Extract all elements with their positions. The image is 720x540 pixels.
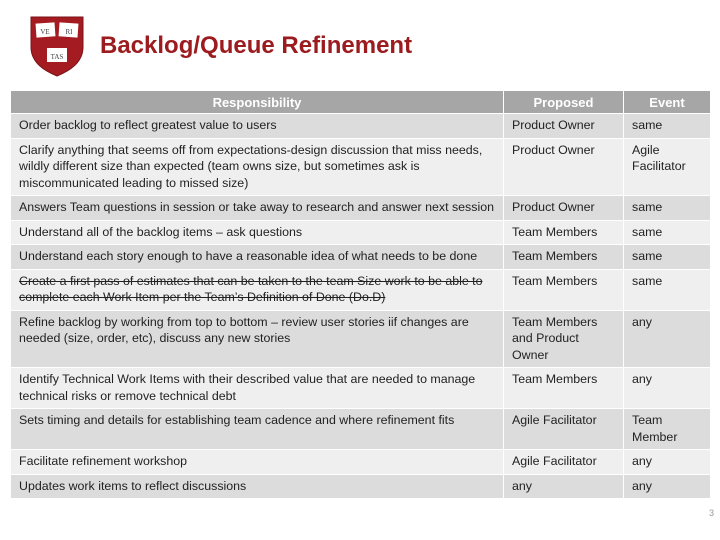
cell-responsibility: Facilitate refinement workshop — [10, 449, 504, 475]
table-row: Understand all of the backlog items – as… — [10, 219, 711, 245]
cell-proposed: any — [503, 473, 624, 499]
page-title: Backlog/Queue Refinement — [100, 32, 413, 59]
table-row: Facilitate refinement workshop Agile Fac… — [10, 449, 711, 475]
cell-proposed: Product Owner — [503, 113, 624, 139]
table-row: Sets timing and details for establishing… — [10, 408, 711, 450]
logo-text-tas: TAS — [51, 53, 64, 61]
cell-responsibility: Updates work items to reflect discussion… — [10, 473, 504, 499]
cell-responsibility: Create a first pass of estimates that ca… — [10, 268, 504, 311]
cell-responsibility-text: Create a first pass of estimates that ca… — [19, 273, 483, 305]
cell-proposed: Product Owner — [503, 195, 624, 221]
harvard-shield-logo: VE RI TAS — [29, 15, 85, 77]
table-row: Answers Team questions in session or tak… — [10, 195, 711, 221]
cell-responsibility: Clarify anything that seems off from exp… — [10, 137, 504, 196]
cell-proposed: Agile Facilitator — [503, 449, 624, 475]
table-header-row: Responsibility Proposed Event — [10, 90, 711, 114]
cell-responsibility: Answers Team questions in session or tak… — [10, 195, 504, 221]
header-proposed: Proposed — [503, 90, 624, 114]
page-number: 3 — [708, 508, 714, 518]
cell-event: same — [623, 219, 711, 245]
cell-event: same — [623, 195, 711, 221]
cell-event: any — [623, 309, 711, 368]
cell-event: same — [623, 113, 711, 139]
cell-event: any — [623, 449, 711, 475]
responsibility-table: Responsibility Proposed Event Order back… — [10, 90, 711, 499]
table-row: Create a first pass of estimates that ca… — [10, 268, 711, 311]
table-row: Understand each story enough to have a r… — [10, 244, 711, 270]
cell-event: same — [623, 268, 711, 311]
table-row: Clarify anything that seems off from exp… — [10, 137, 711, 196]
cell-responsibility: Understand each story enough to have a r… — [10, 244, 504, 270]
cell-proposed: Product Owner — [503, 137, 624, 196]
cell-responsibility: Order backlog to reflect greatest value … — [10, 113, 504, 139]
cell-event: any — [623, 473, 711, 499]
cell-responsibility: Refine backlog by working from top to bo… — [10, 309, 504, 368]
cell-responsibility: Sets timing and details for establishing… — [10, 408, 504, 450]
cell-proposed: Team Members — [503, 244, 624, 270]
logo-text-ri: RI — [66, 28, 74, 36]
cell-responsibility: Identify Technical Work Items with their… — [10, 367, 504, 409]
cell-proposed: Team Members — [503, 367, 624, 409]
cell-event: any — [623, 367, 711, 409]
cell-proposed: Team Members — [503, 268, 624, 311]
header-responsibility: Responsibility — [10, 90, 504, 114]
cell-responsibility: Understand all of the backlog items – as… — [10, 219, 504, 245]
table-row: Refine backlog by working from top to bo… — [10, 309, 711, 368]
cell-proposed: Team Members — [503, 219, 624, 245]
cell-event: Agile Facilitator — [623, 137, 711, 196]
cell-proposed: Agile Facilitator — [503, 408, 624, 450]
table-row: Identify Technical Work Items with their… — [10, 367, 711, 409]
header-event: Event — [623, 90, 711, 114]
table-row: Updates work items to reflect discussion… — [10, 473, 711, 499]
logo-text-ve: VE — [40, 28, 49, 36]
cell-event: same — [623, 244, 711, 270]
table-row: Order backlog to reflect greatest value … — [10, 113, 711, 139]
cell-event: Team Member — [623, 408, 711, 450]
cell-proposed: Team Members and Product Owner — [503, 309, 624, 368]
